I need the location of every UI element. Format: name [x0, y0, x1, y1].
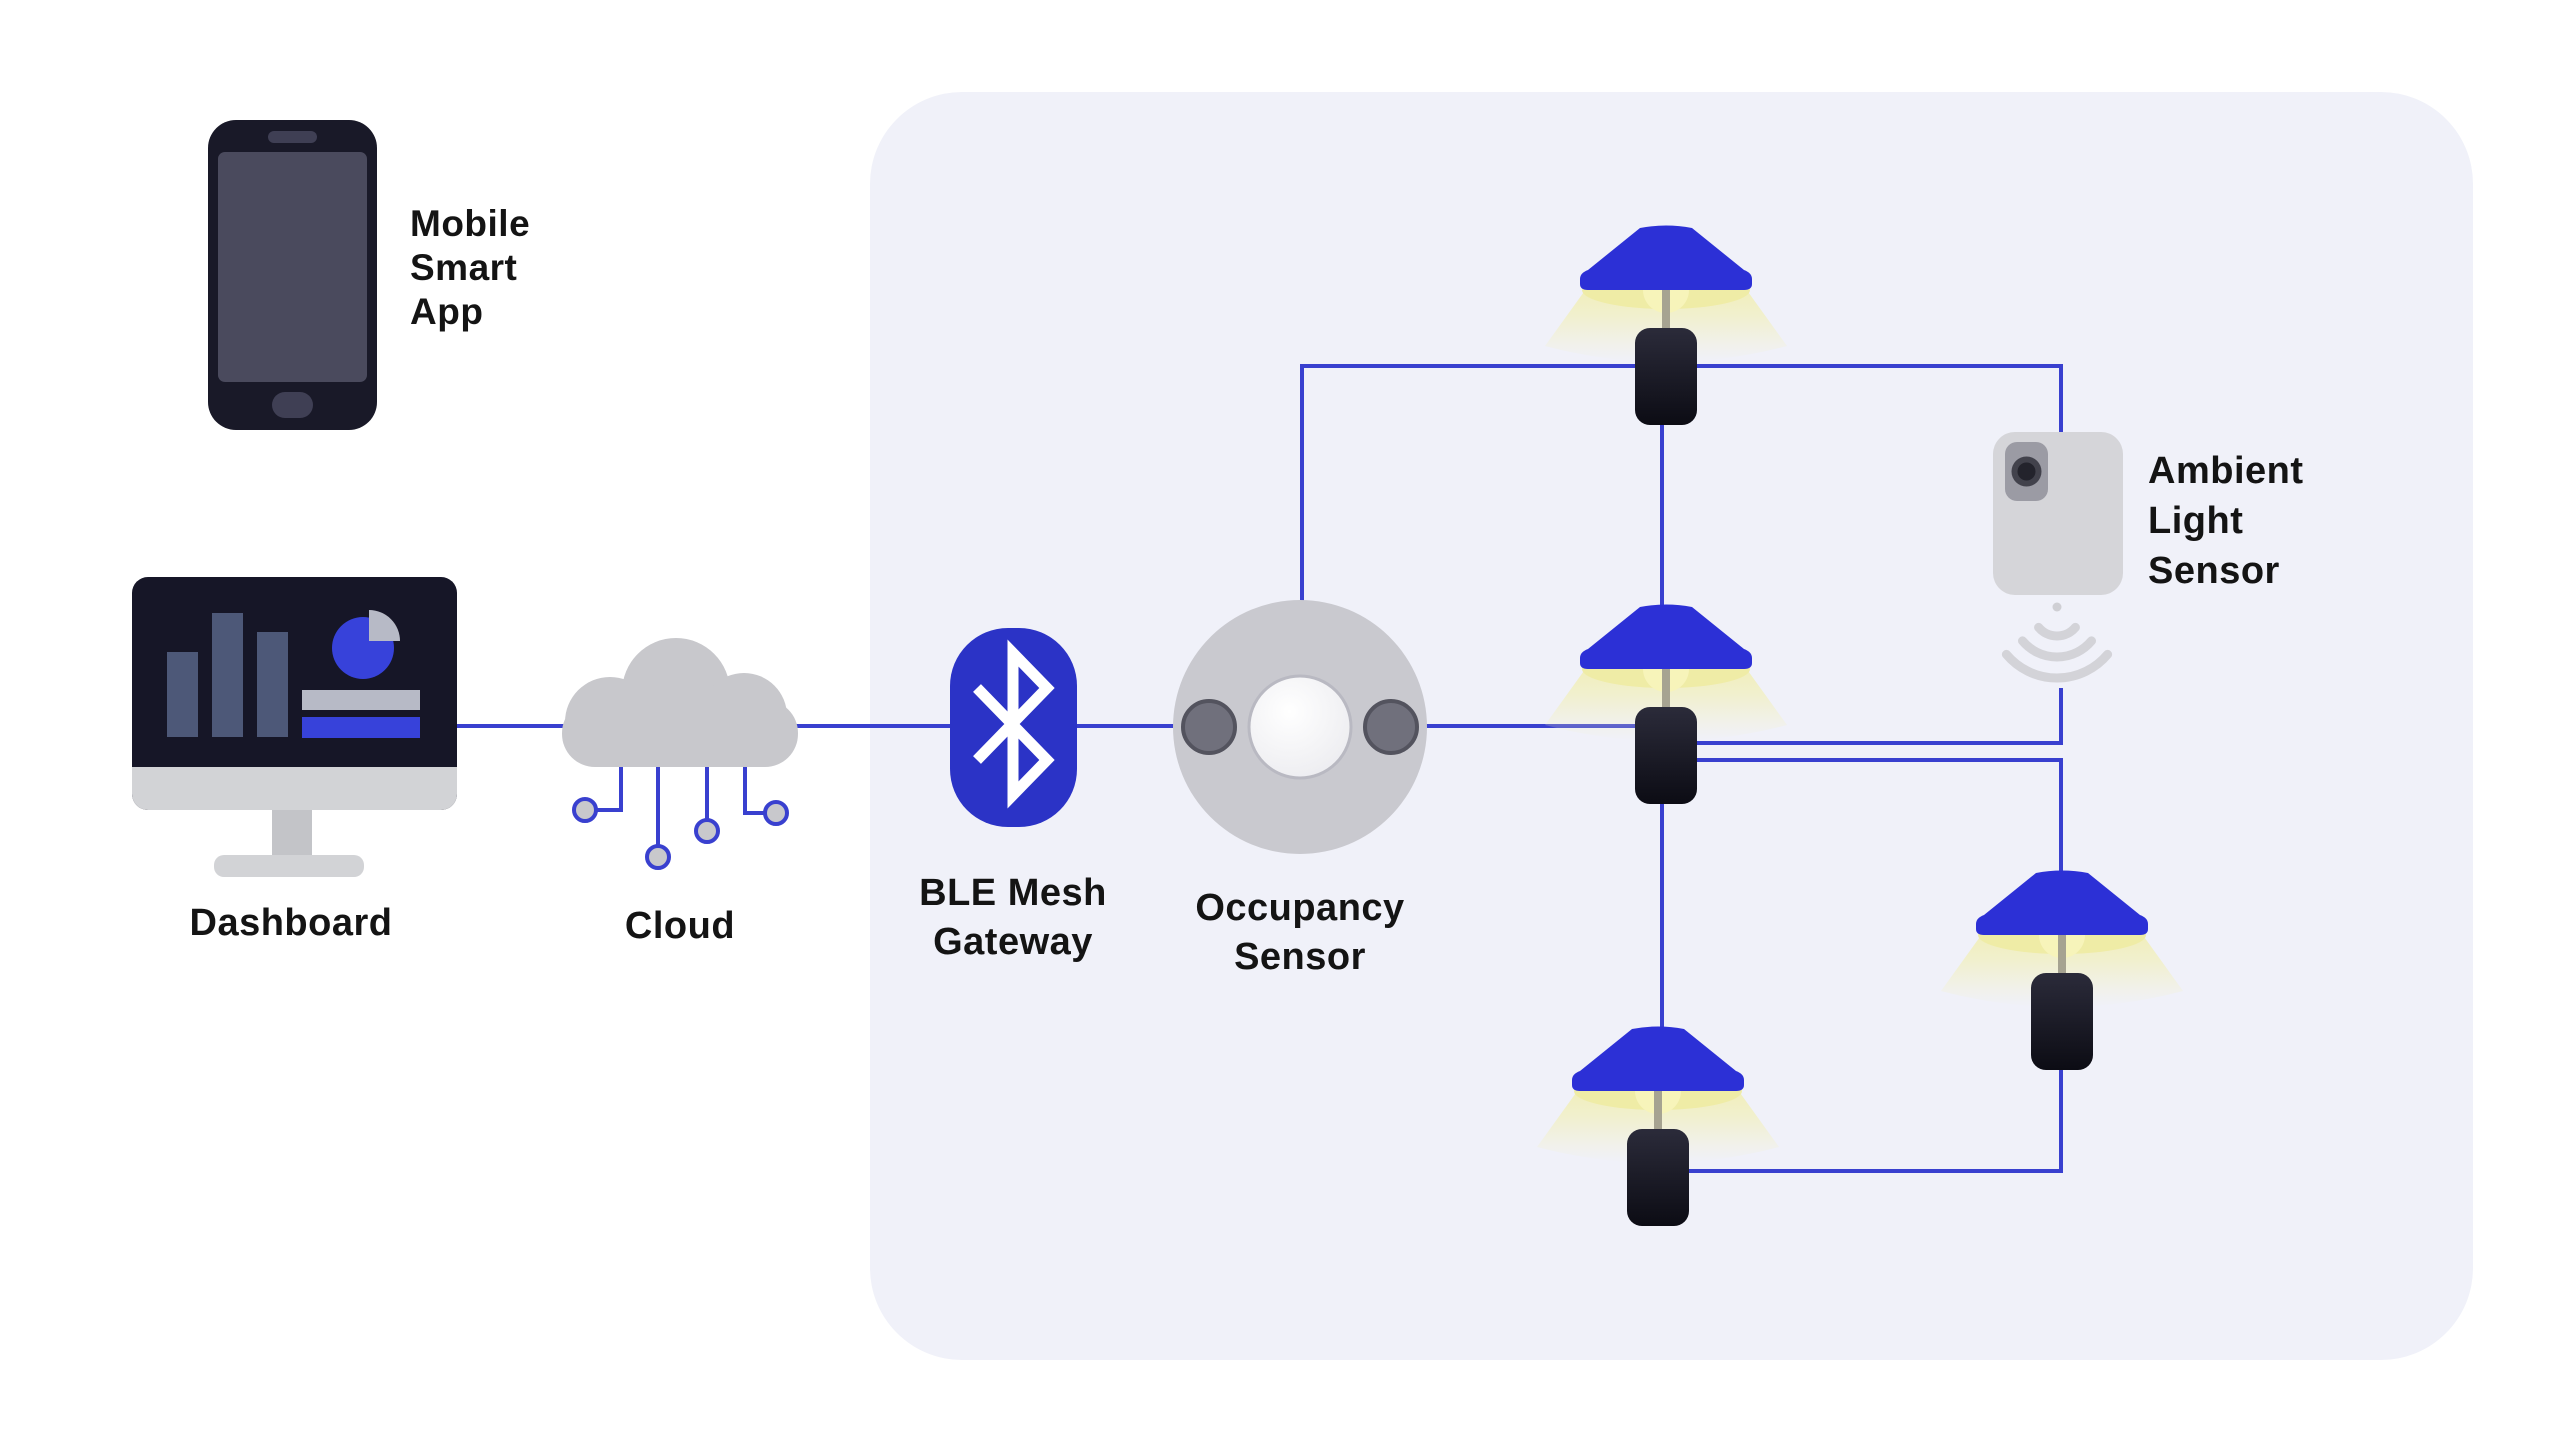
monitor-bezel [132, 767, 457, 810]
dashboard-blue-bar [302, 717, 420, 738]
connection-line-gateway-occupancy [1074, 724, 1178, 728]
occupancy-sensor-label: Occupancy Sensor [1150, 884, 1450, 982]
monitor-base [214, 855, 364, 877]
mobile-phone-icon [208, 120, 377, 430]
phone-home-button [272, 392, 313, 418]
connection-line-lamp1-lamp2 [1660, 420, 1664, 612]
connection-line-to-lamp4-top [2059, 758, 2063, 880]
cloud-drop-line [597, 808, 623, 812]
cloud-drop-line [705, 765, 709, 820]
connection-line-lamp2-lamp3 [1660, 798, 1664, 1038]
connection-line-ambient-down [2059, 688, 2063, 745]
bar-chart-bar [257, 632, 288, 737]
connection-line-to-ambient-top [2059, 364, 2063, 436]
label-line: Sensor [2148, 550, 2280, 592]
cloud-endpoint-dot [694, 818, 720, 844]
cloud-endpoint-dot [763, 800, 789, 826]
connection-line-occupancy-up [1300, 365, 1304, 603]
connection-line-lamp2-ambient [1694, 741, 2063, 745]
cloud-drop-line [743, 765, 747, 815]
cloud-icon [562, 638, 798, 767]
label-line: Ambient [2148, 450, 2304, 492]
connection-line-lamp4-down [2059, 1063, 2063, 1173]
connection-line-lamp2-lamp4 [1694, 758, 2061, 762]
ambient-light-sensor-label: Ambient Light Sensor [2148, 446, 2304, 596]
bar-chart-bar [212, 613, 243, 737]
dashboard-monitor-icon [132, 577, 457, 810]
label-line: Occupancy [1195, 887, 1405, 929]
label-line: Gateway [933, 921, 1093, 963]
bar-chart-bar [167, 652, 198, 737]
phone-speaker [268, 131, 317, 143]
mobile-app-label: Mobile Smart App [410, 202, 530, 334]
phone-screen [218, 152, 367, 382]
label-line: BLE Mesh [919, 872, 1107, 914]
connection-line-top-branch [1300, 364, 2063, 368]
pie-chart-icon [332, 610, 400, 679]
connection-line-lamp3-lamp4 [1682, 1169, 2063, 1173]
label-line: Mobile [410, 203, 531, 244]
cloud-drop-line [745, 811, 765, 815]
cloud-endpoint-dot [572, 797, 598, 823]
label-line: Sensor [1234, 936, 1366, 978]
dashboard-label: Dashboard [189, 902, 393, 944]
label-line: Smart [410, 247, 518, 288]
ble-gateway-label: BLE Mesh Gateway [863, 869, 1163, 967]
dashboard-gray-bar [302, 690, 420, 710]
cloud-drop-line [656, 765, 660, 847]
cloud-drop-line [619, 765, 623, 812]
connection-line-occupancy-lamp2 [1424, 724, 1668, 728]
monitor-stand [272, 810, 312, 857]
label-line: Light [2148, 500, 2244, 542]
cloud-label: Cloud [624, 905, 736, 947]
cloud-endpoint-dot [645, 844, 671, 870]
connection-line-dashboard-cloud-gateway [455, 724, 955, 728]
label-line: App [410, 291, 484, 332]
